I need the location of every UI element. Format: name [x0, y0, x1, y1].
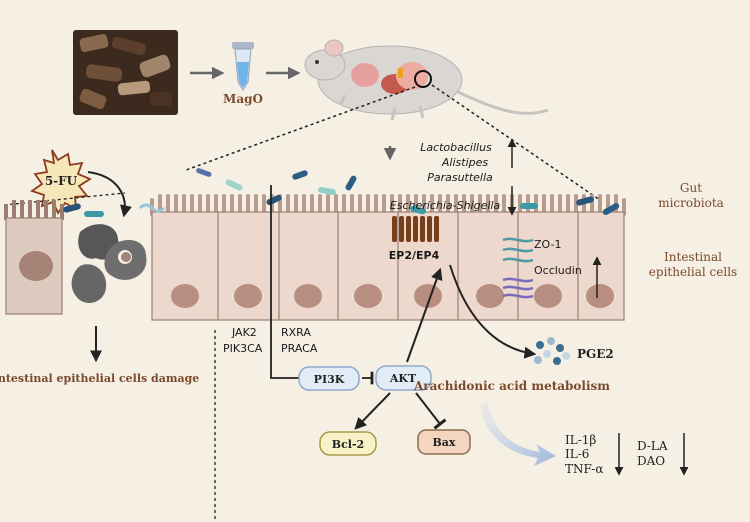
microtube-icon: [232, 42, 254, 91]
5fu-burst-icon: [30, 149, 92, 215]
akt-node: [375, 365, 432, 391]
praca-label: PRACA: [281, 342, 318, 355]
bacteria-parasuttella: Parasuttella: [427, 171, 493, 184]
zo1-label: ZO-1: [534, 238, 561, 251]
flow-arrow: [480, 402, 556, 466]
intestinal-epi-line2: epithelial cells: [649, 265, 737, 279]
5fu-label: 5-FU: [45, 174, 78, 188]
pik3ca-label: PIK3CA: [223, 342, 263, 355]
pge2-label: PGE2: [577, 347, 614, 361]
intestinal-epi-line1: Intestinal: [664, 250, 722, 264]
bcl2-node: [319, 431, 377, 456]
mago-label: MagO: [223, 92, 263, 106]
akt-to-bcl2-arrow: [354, 392, 391, 430]
bax-label: Bax: [433, 436, 456, 449]
damaged-cell: [71, 224, 147, 303]
jak2-label: JAK2: [231, 326, 257, 339]
mago-root-image-icon: [73, 30, 178, 115]
gut-microbiota-line1: Gut: [680, 181, 702, 195]
occludin-label: Occludin: [534, 264, 582, 277]
gut-microbiota-line2: microbiota: [658, 196, 724, 210]
zoom-line-right: [431, 84, 601, 201]
pi3k-label: PI3K: [314, 373, 345, 386]
mouse-icon: [304, 39, 549, 121]
bacteria-lactobacillus: Lactobacillus: [420, 141, 492, 154]
il6-label: IL-6: [565, 447, 589, 461]
akt-label: AKT: [389, 372, 417, 385]
bacteria-alistipes: Alistipes: [441, 156, 488, 169]
ep-receptor-icon: [392, 216, 439, 242]
dla-label: D-LA: [637, 439, 668, 453]
bcl2-label: Bcl-2: [332, 438, 364, 451]
rxra-label: RXRA: [281, 326, 311, 339]
tnfa-label: TNF-α: [565, 462, 603, 476]
akt-inhibit-bax: [415, 392, 447, 430]
pge2-molecule-icon: [534, 337, 570, 365]
pi3k-node: [298, 366, 360, 391]
epithelial-row: [150, 194, 626, 321]
ep-to-pge2-arrow: [449, 264, 537, 359]
arachidonic-label: Arachidonic acid metabolism: [413, 379, 610, 393]
il1b-label: IL-1β: [565, 433, 596, 447]
akt-to-ep-arrow: [406, 267, 443, 363]
zoom-line-small: [3, 192, 126, 206]
arrow-5fu-damage: [87, 171, 132, 218]
damage-label: Intestinal epithelial cells damage: [0, 372, 199, 385]
zoom-line-left: [185, 86, 416, 171]
dao-label: DAO: [637, 454, 665, 468]
bax-node: [417, 429, 471, 455]
bacteria-escherichia: Escherichia-Shigella: [390, 199, 501, 212]
healthy-cell: [4, 200, 64, 315]
ep-label: EP2/EP4: [389, 249, 440, 262]
